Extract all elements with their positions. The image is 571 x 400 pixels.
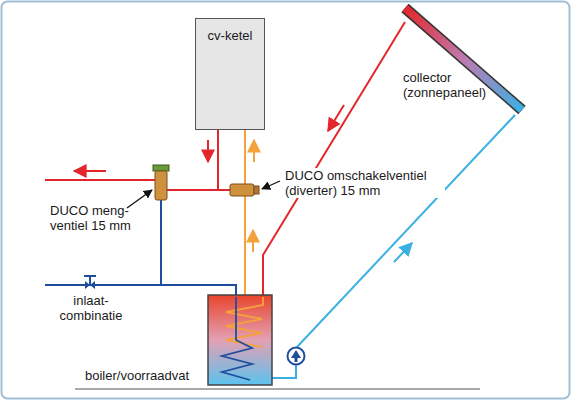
flow-arrow	[74, 170, 106, 172]
inlet-label: inlaat- combinatie	[55, 293, 127, 323]
pump-symbol	[288, 348, 305, 365]
mixing-valve-cap	[153, 165, 169, 171]
leader-arrow	[262, 181, 280, 189]
preheat-pipe	[244, 196, 246, 295]
inlet-valve-handle	[84, 275, 96, 277]
boiler-flow-pipe	[217, 130, 219, 190]
inlet-valve-symbol	[89, 276, 91, 285]
flow-arrow	[207, 140, 209, 162]
cold-coil	[222, 297, 252, 380]
flow-arrow	[253, 140, 255, 162]
solar-return-pipe	[272, 365, 296, 378]
diverter-valve	[230, 184, 254, 196]
mixing-valve-label: DUCO meng- ventiel 15 mm	[50, 203, 148, 233]
flow-arrow	[394, 243, 412, 262]
leader-arrow	[127, 190, 152, 208]
boiler-flow-pipe	[167, 189, 231, 191]
solar-coil	[226, 297, 263, 347]
boiler-unit-box: cv-ketel	[195, 18, 265, 130]
preheat-pipe	[244, 130, 246, 184]
box-title: cv-ketel	[196, 19, 264, 43]
solar-return-pipe	[297, 115, 515, 347]
boiler-tank	[208, 295, 272, 385]
inlet-valve-body	[85, 281, 95, 289]
pump-arrow	[291, 350, 301, 362]
diverter-actuator	[254, 186, 259, 194]
ground-line	[75, 389, 480, 390]
mixing-valve	[155, 171, 167, 200]
cold-water-pipe	[160, 200, 162, 285]
boiler-label: boiler/voorraadvat	[85, 368, 189, 383]
flow-arrow	[328, 105, 344, 131]
hot-water-pipe	[45, 179, 155, 181]
flow-arrow	[252, 230, 254, 252]
diverter-label: DUCO omschakelventiel (diverter) 15 mm	[283, 168, 445, 198]
collector-label: collector (zonnepaneel)	[403, 70, 495, 100]
